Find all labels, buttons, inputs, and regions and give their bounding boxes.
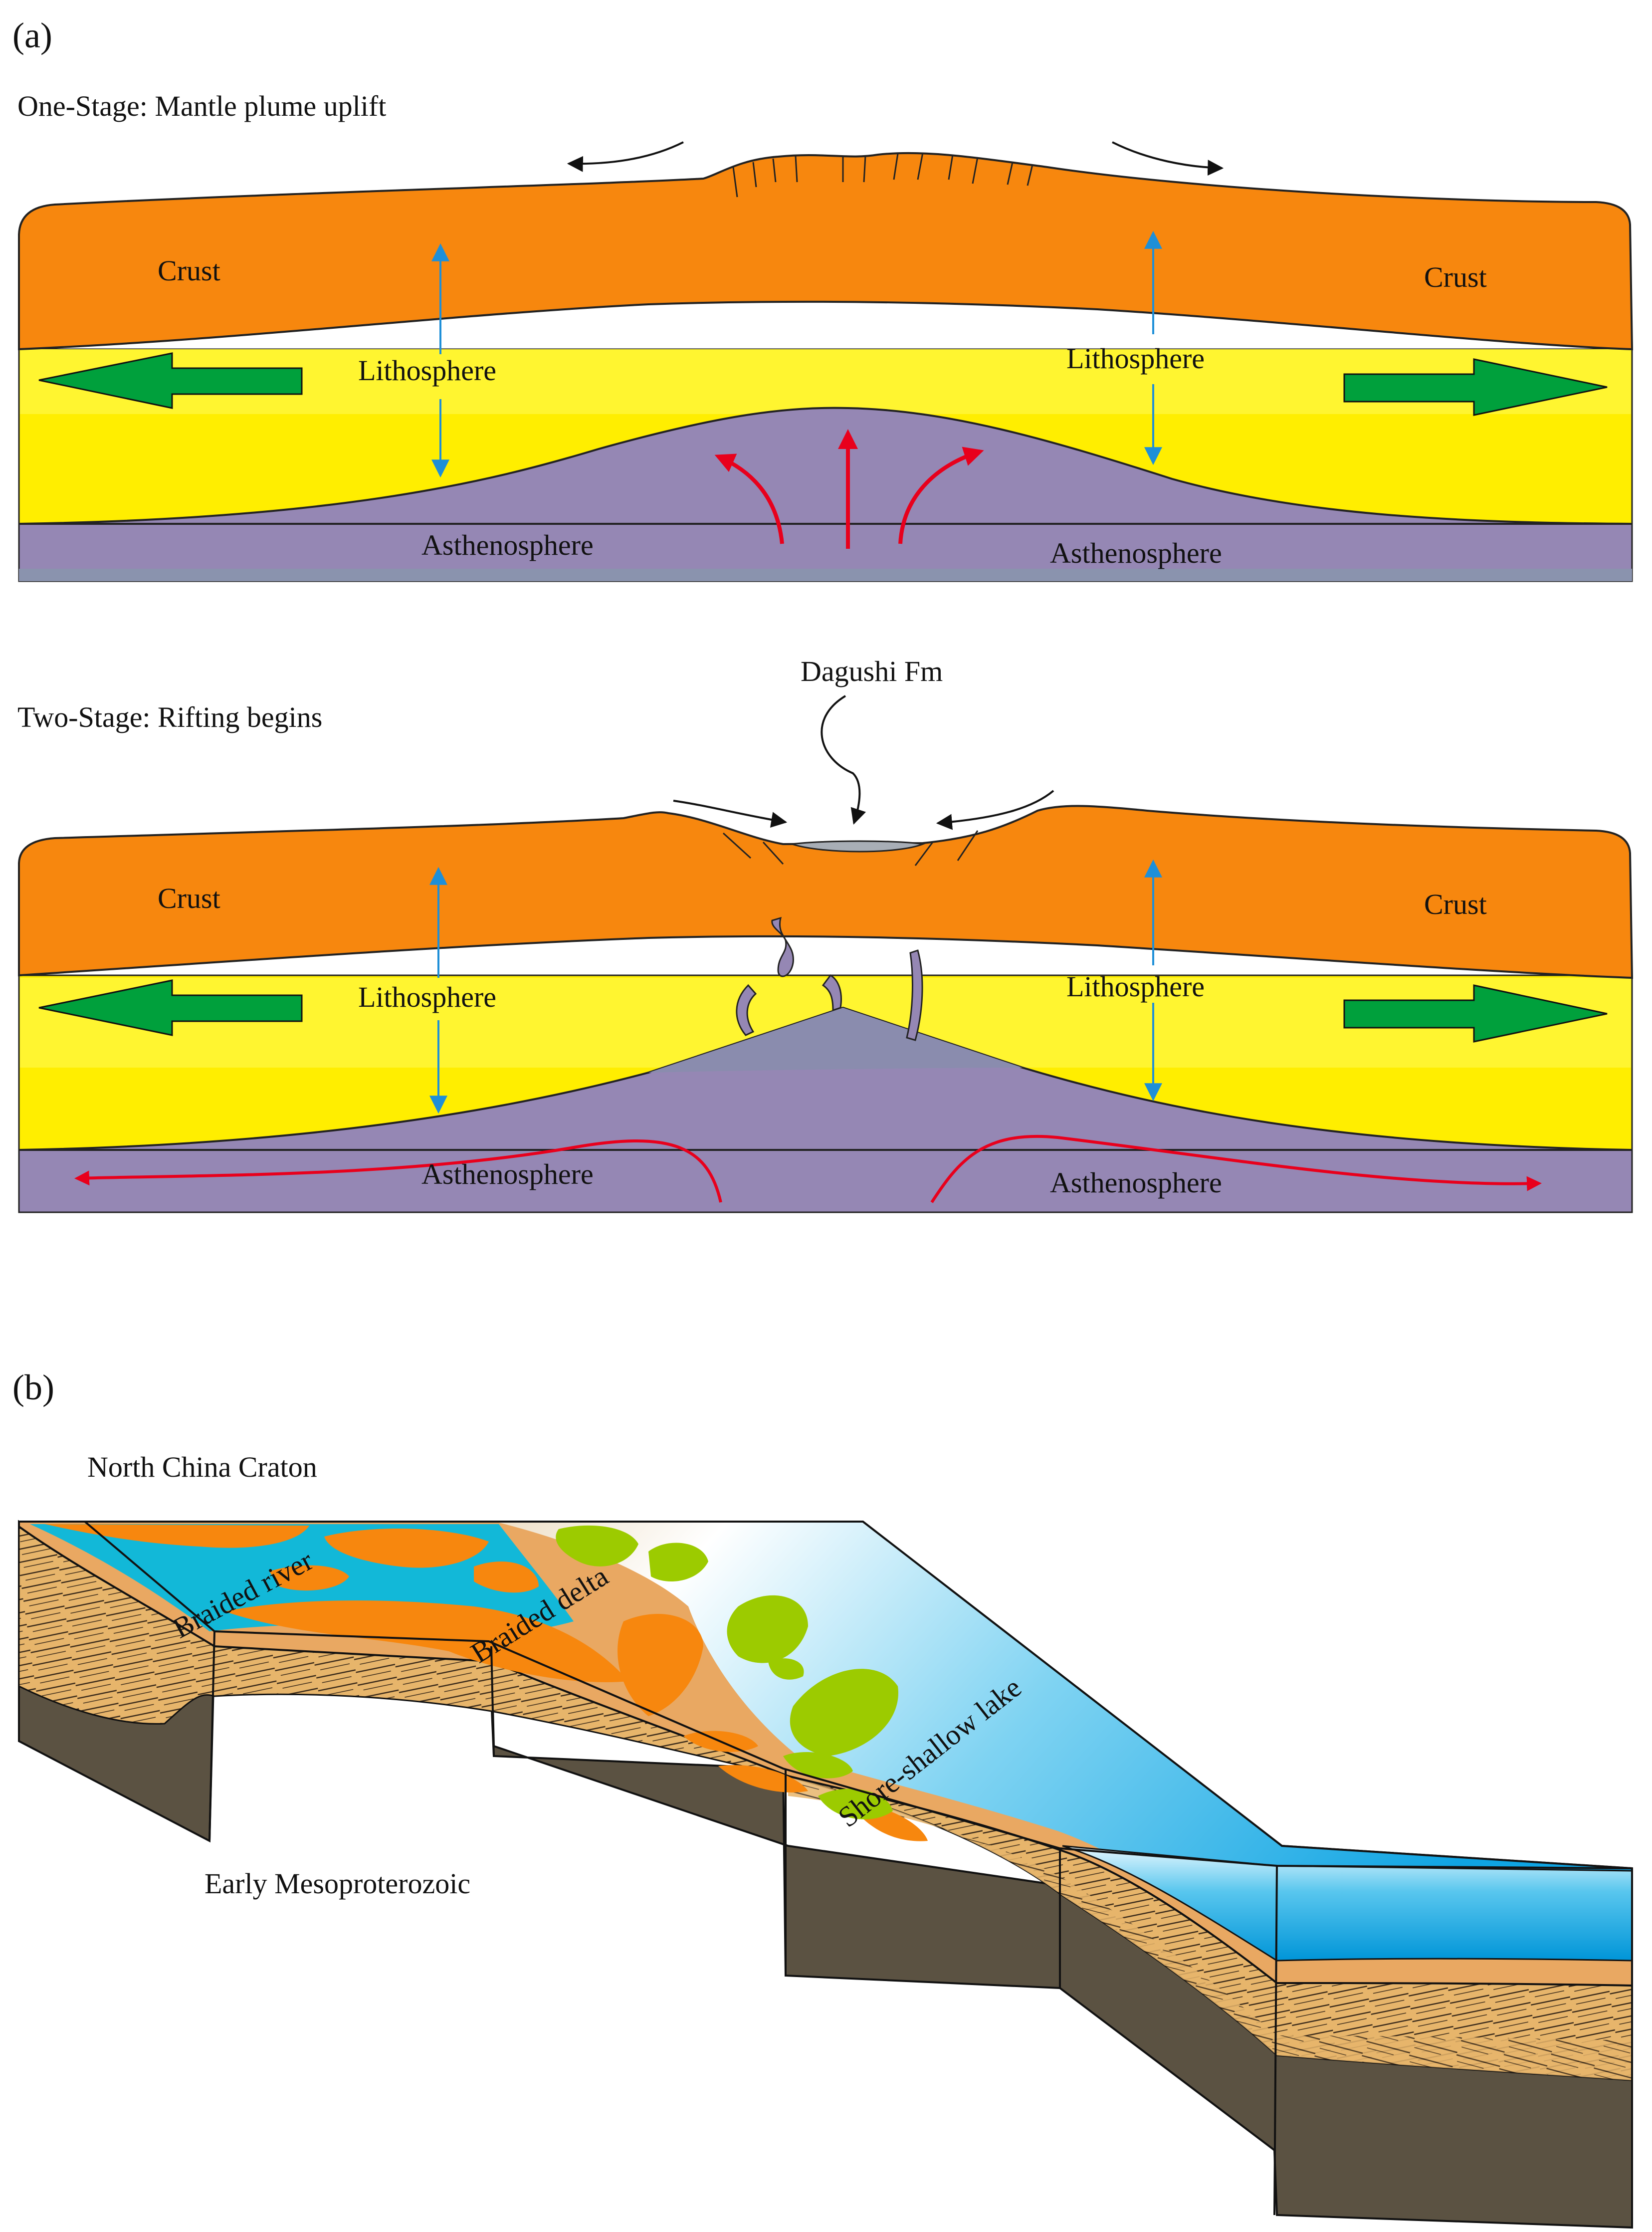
panel-a-label: (a) [12, 15, 52, 55]
stage1-uplift-arrow-left [567, 141, 684, 172]
stage1-asthenosphere-base [19, 569, 1632, 581]
panel-b-label: (b) [12, 1367, 54, 1407]
stage1-plume-arrow-left [714, 453, 784, 544]
stage1-crust-layer [18, 152, 1634, 351]
stage1-extension-arrow-right [1343, 358, 1608, 416]
north-china-craton-label: North China Craton [87, 1451, 317, 1483]
stage2-mantle-flow-left [74, 1139, 722, 1203]
dagushi-formation-label: Dagushi Fm [801, 655, 943, 687]
stage1-asthenosphere-right-label: Asthenosphere [1050, 537, 1222, 569]
stage1-lithosphere-right-label: Lithosphere [1066, 342, 1205, 375]
lake-front-water [1062, 1845, 1633, 1962]
early-mesoproterozoic-label: Early Mesoproterozoic [205, 1867, 470, 1900]
stage2-rift-faults [722, 830, 979, 866]
block-diagram: Braided river Braided delta Shore-shallo… [18, 1520, 1633, 2229]
stage1-asthenosphere-dome [18, 407, 1633, 525]
stage1-cross-section: Crust Crust Lithosphere Lithosphere Asth… [18, 141, 1634, 582]
stage2-extension-arrow-left [38, 979, 303, 1036]
stage2-cross-section: Crust Crust Lithosphere Lithosphere Asth… [18, 790, 1634, 1213]
stage2-crust-left-label: Crust [158, 882, 220, 914]
stage1-uplift-arrow-right [1112, 141, 1224, 176]
stage1-asthenosphere-left-label: Asthenosphere [421, 529, 594, 561]
stage2-asthenosphere-wedge-top [648, 1008, 1023, 1073]
stage2-asthenosphere-layer [18, 1149, 1633, 1213]
sediment-front-band-right [788, 1776, 1632, 2080]
block-top-edge [19, 1521, 1633, 1869]
block-vertical-edges [84, 1521, 1633, 2228]
stage1-crust-right-label: Crust [1424, 261, 1487, 293]
stage1-plume-arrow-right [898, 446, 984, 544]
stage2-asthenosphere-left-label: Asthenosphere [421, 1158, 594, 1190]
dagushi-basin-fill [792, 840, 926, 853]
stage2-title: Two-Stage: Rifting begins [17, 701, 322, 733]
stage1-lithosphere-left-label: Lithosphere [358, 354, 496, 387]
stage2-extension-arrow-right [1343, 984, 1608, 1043]
stage2-subsidence-arrow-left [673, 800, 788, 828]
stage1-fracture-ticks [732, 152, 1033, 198]
stage2-crust-layer [18, 805, 1634, 979]
braided-delta-bars [45, 1524, 928, 1841]
stage2-lithosphere-right-label: Lithosphere [1066, 970, 1205, 1003]
stage2-lithosphere-left-label: Lithosphere [358, 981, 496, 1013]
shore-vegetation-patches [556, 1525, 898, 1819]
stage2-mantle-flow-right [930, 1134, 1542, 1203]
stage2-crust-right-label: Crust [1424, 888, 1487, 920]
stage1-crust-left-label: Crust [158, 254, 220, 287]
stage2-subsidence-arrow-right [936, 790, 1054, 830]
stage1-extension-arrow-left [38, 352, 303, 409]
stage1-title: One-Stage: Mantle plume uplift [17, 90, 386, 122]
dagushi-pointer-arrow [821, 695, 866, 825]
stage2-magma-intrusions [736, 916, 923, 1041]
stage2-asthenosphere-right-label: Asthenosphere [1050, 1166, 1222, 1199]
